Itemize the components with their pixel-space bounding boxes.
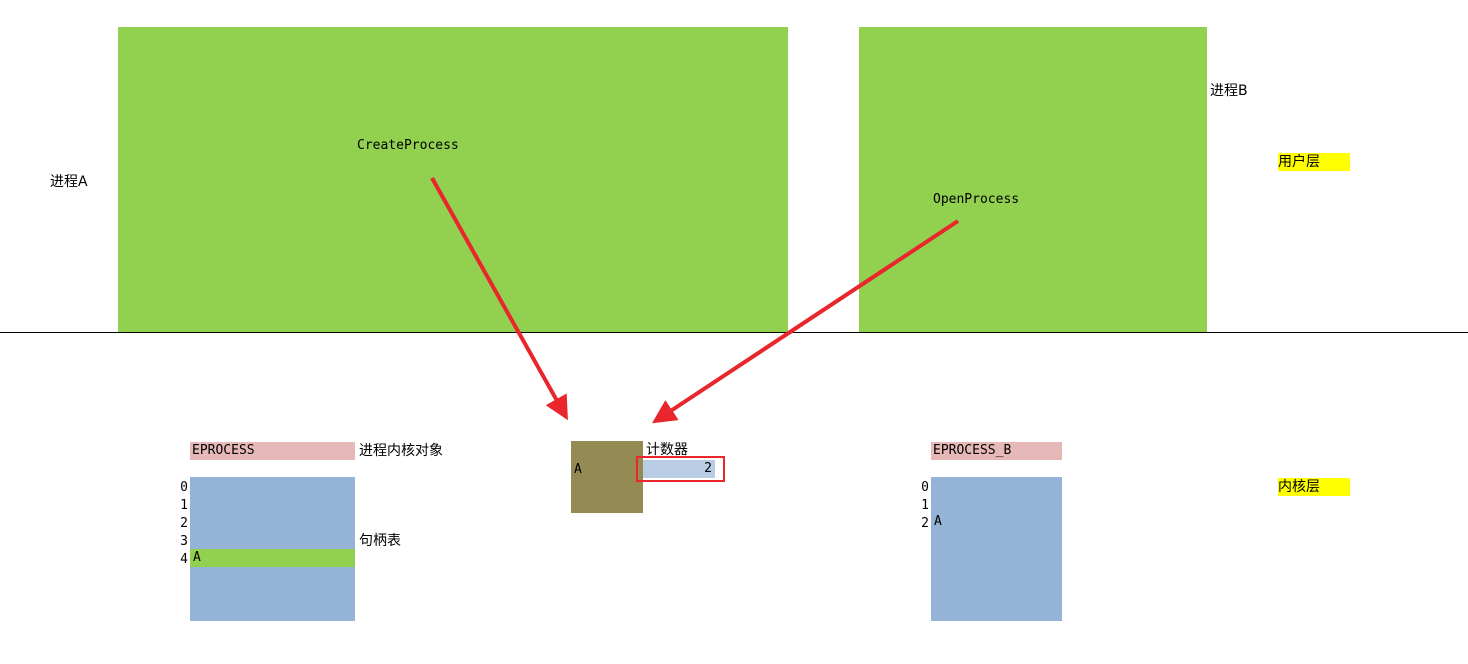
- handle-entry-value: A: [934, 514, 942, 529]
- kernel-layer-tag: 内核层: [1278, 478, 1350, 496]
- counter-highlight-box: [636, 456, 725, 482]
- handle-index: 1: [921, 498, 929, 513]
- layer-divider: [0, 332, 1468, 333]
- kernel-object-name: A: [574, 462, 582, 477]
- handle-index: 0: [921, 480, 929, 495]
- process-a-block: [118, 27, 788, 333]
- handle-entry-value: A: [193, 550, 201, 565]
- process-b-block: [859, 27, 1207, 333]
- handle-index: 2: [180, 516, 188, 531]
- handle-table-label: 句柄表: [359, 533, 401, 549]
- kernel-object-block: A: [571, 441, 643, 513]
- table-row: A: [931, 513, 1062, 531]
- handle-index: 0: [180, 480, 188, 495]
- handle-index: 1: [180, 498, 188, 513]
- handle-index: 2: [921, 516, 929, 531]
- create-process-arrow: [430, 177, 568, 421]
- eprocess-a-header: EPROCESS: [190, 442, 355, 460]
- counter-cell: 2: [643, 460, 715, 478]
- process-a-label: 进程A: [50, 174, 88, 190]
- process-b-label: 进程B: [1210, 83, 1248, 99]
- eprocess-b-header: EPROCESS_B: [931, 442, 1062, 460]
- user-layer-tag: 用户层: [1278, 153, 1350, 171]
- create-process-label: CreateProcess: [357, 138, 459, 153]
- handle-table-b: A: [931, 477, 1062, 621]
- counter-label: 计数器: [646, 442, 688, 458]
- open-process-arrow: [651, 219, 960, 424]
- handle-index: 3: [180, 534, 188, 549]
- kernel-object-label: 进程内核对象: [359, 443, 443, 459]
- counter-value: 2: [704, 461, 712, 476]
- table-row-highlighted: A: [190, 549, 355, 567]
- handle-table-a: A: [190, 477, 355, 621]
- handle-index: 4: [180, 552, 188, 567]
- open-process-label: OpenProcess: [933, 192, 1020, 207]
